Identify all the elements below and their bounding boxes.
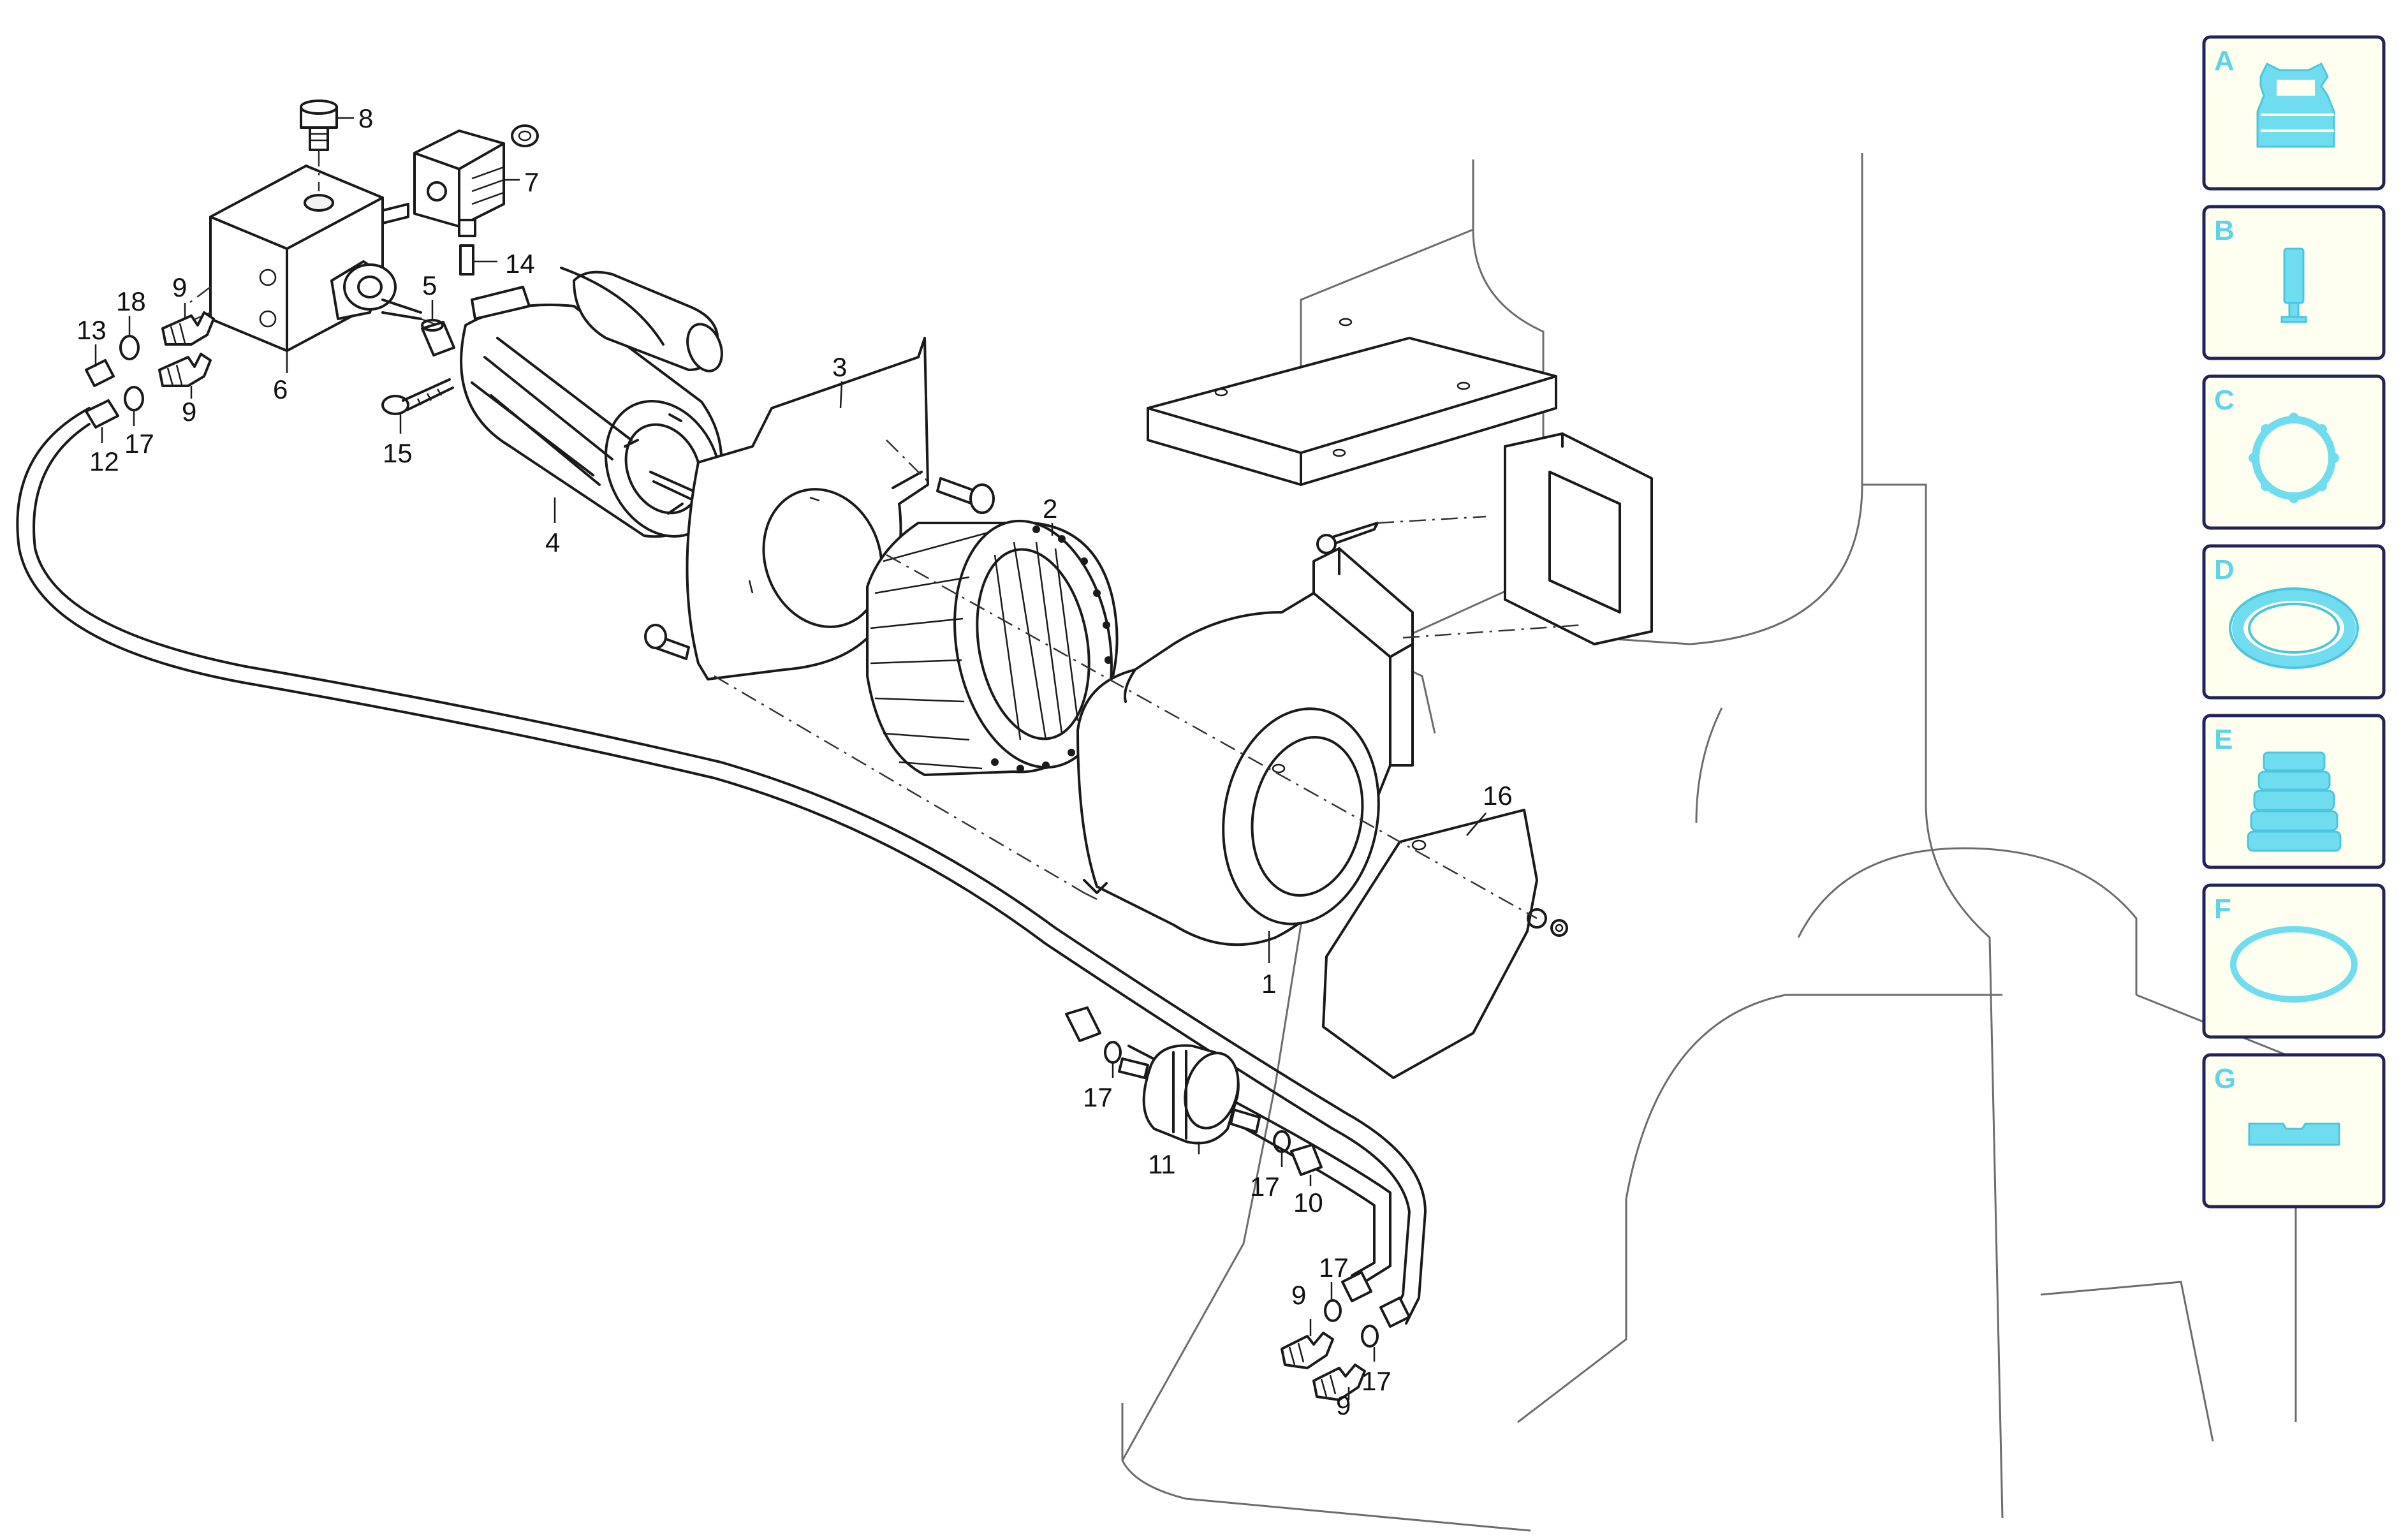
nozzle-fitting-icon (2256, 62, 2335, 148)
callout-17: 17 (1083, 1082, 1113, 1112)
callout-3: 3 (832, 352, 847, 382)
mounting-plate (1147, 318, 1557, 486)
callout-7: 7 (524, 167, 539, 197)
flat-plate-icon (2248, 1122, 2340, 1146)
part-16-cover-plate (1322, 809, 1568, 1079)
callout-5: 5 (422, 270, 437, 300)
assembly-axis (714, 554, 1538, 920)
panel-item-f[interactable]: F (2202, 883, 2386, 1039)
callout-4: 4 (545, 527, 560, 557)
callout-labels: 8 7 14 9 18 13 9 6 17 12 5 15 4 3 2 1 16… (77, 103, 1513, 1420)
callout-16: 16 (1483, 781, 1513, 811)
callout-17: 17 (1250, 1172, 1280, 1202)
panel-letter-g: G (2214, 1063, 2236, 1094)
backplate-screws (644, 439, 995, 660)
flange-gasket-icon (2249, 413, 2339, 503)
part-6-pump-block (165, 165, 447, 352)
callout-8: 8 (358, 103, 373, 133)
callout-9: 9 (182, 397, 196, 427)
panel-letter-b: B (2214, 215, 2235, 246)
panel-item-c[interactable]: C (2202, 374, 2386, 530)
leader-lines (94, 117, 1487, 1400)
callout-9: 9 (1291, 1280, 1306, 1310)
part-14-sleeve (459, 244, 474, 276)
part-9-fittings-upper (158, 311, 215, 387)
panel-item-d[interactable]: D (2202, 544, 2386, 700)
part-2-blower-wheel (866, 519, 1119, 776)
panel-item-g[interactable]: G (2202, 1053, 2386, 1209)
callout-15: 15 (383, 438, 413, 468)
callout-10: 10 (1293, 1188, 1323, 1217)
callout-1: 1 (1261, 969, 1276, 999)
callout-11: 11 (1148, 1149, 1176, 1179)
part-1-fan-housing (1076, 515, 1582, 946)
panel-item-a[interactable]: A (2202, 35, 2386, 191)
part-7-solenoid-coil (413, 124, 539, 237)
callout-17: 17 (1319, 1253, 1349, 1283)
side-panel: A B C (2202, 35, 2386, 1209)
callout-17: 17 (1362, 1366, 1391, 1396)
callout-18: 18 (116, 286, 146, 316)
panel-letter-f: F (2214, 894, 2231, 925)
callout-17: 17 (124, 429, 154, 459)
part-5-coupling (421, 319, 455, 357)
callout-9: 9 (1336, 1390, 1351, 1420)
part-12-ferrule (85, 399, 119, 429)
air-intake-duct (1504, 432, 1653, 645)
panel-letter-d: D (2214, 554, 2235, 585)
callout-14: 14 (505, 249, 535, 279)
lower-fittings (1281, 1271, 1411, 1401)
part-17-washer-upper (124, 386, 144, 411)
pin-part-icon (2280, 247, 2307, 323)
part-15-screw (381, 378, 454, 415)
part-18-washer (119, 335, 140, 360)
o-ring-icon (2230, 926, 2358, 1003)
part-13-ferrule (85, 359, 115, 387)
seal-ring-icon (2229, 587, 2359, 669)
panel-letter-e: E (2214, 724, 2233, 755)
panel-letter-c: C (2214, 385, 2235, 416)
panel-item-e[interactable]: E (2202, 714, 2386, 869)
callout-12: 12 (89, 446, 119, 476)
callout-2: 2 (1043, 494, 1057, 524)
callout-6: 6 (273, 374, 288, 404)
callout-9: 9 (172, 272, 187, 302)
panel-item-b[interactable]: B (2202, 205, 2386, 360)
callout-13: 13 (77, 315, 106, 345)
part-8-plug-screw (300, 99, 338, 191)
panel-letter-a: A (2214, 45, 2235, 77)
part-4-motor (460, 267, 723, 538)
bellows-icon (2247, 751, 2342, 852)
